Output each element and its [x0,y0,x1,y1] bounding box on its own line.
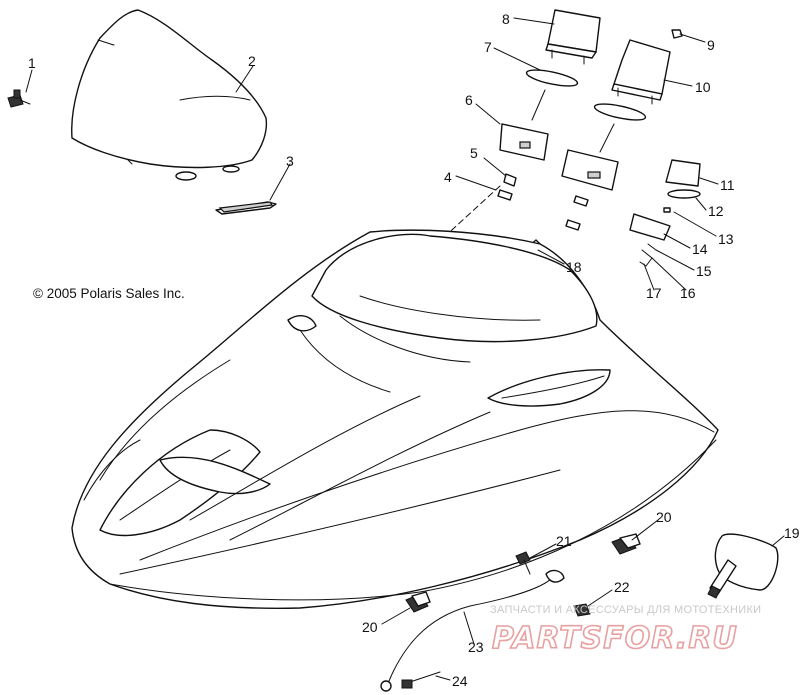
tether-cable [380,569,565,692]
hood [71,229,719,609]
watermark-tagline: ЗАПЧАСТИ И АКСЕССУАРЫ ДЛЯ МОТОТЕХНИКИ [490,604,761,616]
callout-14: 14 [692,241,708,257]
copyright-notice: © 2005 Polaris Sales Inc. [33,286,185,301]
callout-18: 18 [566,259,582,275]
callout-1: 1 [28,55,36,71]
gauge-housings [499,123,619,191]
clip-lower [405,591,431,613]
small-gauge [629,159,701,267]
callout-4: 4 [444,169,452,185]
callout-22: 22 [614,579,630,595]
gauge-right [611,39,671,105]
lanyard-pin [401,671,441,689]
callout-7: 7 [484,39,492,55]
windshield [71,9,268,181]
watermark-logo: PARTSFOR.RU [492,621,738,656]
mirror [707,533,779,599]
callout-8: 8 [502,11,510,27]
callout-21: 21 [556,533,572,549]
fasteners [497,173,589,231]
callout-13: 13 [718,231,734,247]
nut [573,603,591,617]
callout-17: 17 [646,285,662,301]
callout-2: 2 [248,53,256,69]
clip-upper [611,533,641,555]
leader-lines [25,17,785,681]
screw [7,89,31,108]
callout-9: 9 [707,37,715,53]
callout-16: 16 [680,285,696,301]
callout-24: 24 [452,673,468,689]
callout-11: 11 [720,177,735,193]
gauge-left [545,9,601,65]
bolt [515,551,531,575]
small-nut [671,29,683,39]
callout-20-lower: 20 [362,619,378,635]
callout-12: 12 [708,203,724,219]
assembly-lines [429,89,615,251]
callout-19: 19 [784,525,800,541]
watermark: ЗАПЧАСТИ И АКСЕССУАРЫ ДЛЯ МОТОТЕХНИКИ PA… [490,604,761,657]
callout-15: 15 [696,263,712,279]
callout-5: 5 [470,145,478,161]
callout-3: 3 [286,153,294,169]
bezel-rings [525,69,647,121]
callout-20-upper: 20 [656,509,672,525]
callout-10: 10 [695,79,711,95]
callout-labels: 1 2 3 4 5 6 7 8 9 10 11 12 13 14 15 16 1… [28,11,800,689]
clip-bar [215,201,277,215]
callout-6: 6 [465,92,473,108]
callout-23: 23 [468,639,484,655]
